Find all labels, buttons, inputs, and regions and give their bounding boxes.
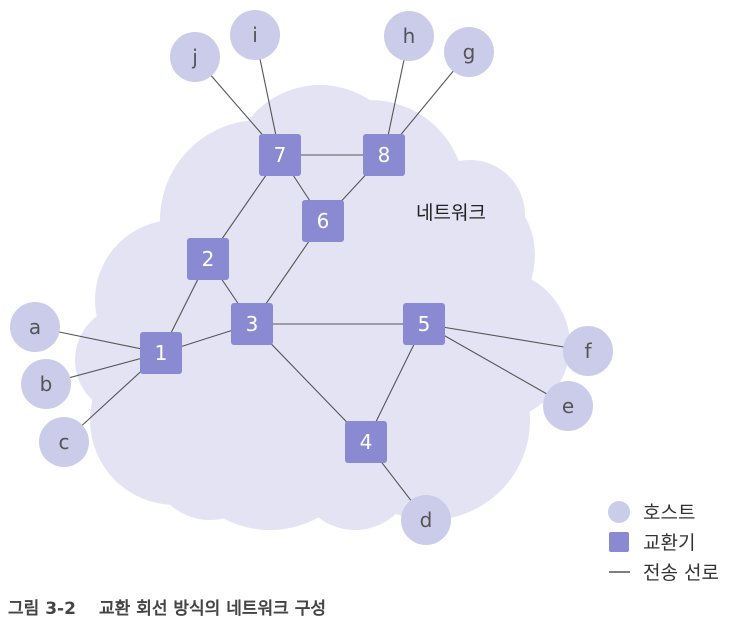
host-circle-d: [401, 495, 451, 545]
caption-number: 그림 3-2: [8, 599, 76, 619]
caption-title: 교환 회선 방식의 네트워크 구성: [99, 599, 326, 619]
host-circle-h: [384, 11, 434, 61]
switch-box-7: [259, 134, 301, 176]
switch-label-6: 6: [317, 209, 330, 233]
host-f: f: [563, 326, 613, 376]
legend-host-swatch: [608, 501, 630, 523]
link-5-e: [423, 323, 569, 407]
switch-label-2: 2: [202, 247, 215, 271]
host-label-c: c: [59, 430, 70, 454]
host-label-b: b: [40, 372, 53, 396]
switch-label-1: 1: [155, 341, 168, 365]
host-i: i: [230, 10, 280, 60]
host-h: h: [384, 11, 434, 61]
host-label-i: i: [252, 23, 258, 47]
host-circle-j: [170, 32, 220, 82]
legend-link-label: 전송 선로: [643, 562, 719, 584]
switch-4: 4: [345, 421, 387, 463]
switch-box-1: [140, 332, 182, 374]
host-circle-f: [563, 326, 613, 376]
host-label-f: f: [584, 339, 592, 363]
host-a: a: [10, 302, 60, 352]
host-b: b: [21, 359, 71, 409]
switch-8: 8: [363, 134, 405, 176]
switch-1: 1: [140, 332, 182, 374]
legend-switch-label: 교환기: [643, 532, 695, 554]
legend: 호스트 교환기 전송 선로: [608, 501, 719, 584]
network-cloud: [75, 85, 570, 530]
host-j: j: [170, 32, 220, 82]
legend-host-label: 호스트: [643, 502, 695, 524]
host-circle-g: [444, 27, 494, 77]
host-g: g: [444, 27, 494, 77]
switch-box-5: [403, 303, 445, 345]
host-circle-c: [39, 417, 89, 467]
host-label-e: e: [562, 394, 574, 418]
switch-7: 7: [259, 134, 301, 176]
switch-3: 3: [231, 303, 273, 345]
legend-switch-swatch: [609, 532, 629, 552]
switch-label-3: 3: [246, 312, 259, 336]
switch-label-5: 5: [418, 312, 431, 336]
host-circle-i: [230, 10, 280, 60]
cloud-blob-10: [275, 100, 465, 290]
switch-6: 6: [302, 200, 344, 242]
host-label-h: h: [403, 24, 416, 48]
switch-box-2: [187, 238, 229, 280]
host-label-j: j: [191, 45, 198, 69]
host-e: e: [543, 381, 593, 431]
nodes: a b c d e f g h i j 1 2 3 4 5 6 7 8: [10, 10, 613, 545]
switch-label-7: 7: [274, 143, 287, 167]
link-5-f: [423, 323, 589, 352]
figure-caption: 그림 3-2 교환 회선 방식의 네트워크 구성: [8, 599, 326, 619]
switch-label-4: 4: [360, 430, 373, 454]
switch-2: 2: [187, 238, 229, 280]
host-label-d: d: [420, 508, 433, 532]
switch-5: 5: [403, 303, 445, 345]
network-label: 네트워크: [416, 202, 486, 224]
switch-label-8: 8: [378, 143, 391, 167]
cloud-blob-14: [150, 400, 270, 520]
host-circle-b: [21, 359, 71, 409]
host-d: d: [401, 495, 451, 545]
host-label-g: g: [463, 40, 476, 64]
host-label-a: a: [29, 315, 41, 339]
switch-box-4: [345, 421, 387, 463]
host-c: c: [39, 417, 89, 467]
host-circle-a: [10, 302, 60, 352]
switch-box-6: [302, 200, 344, 242]
switch-box-3: [231, 303, 273, 345]
switch-box-8: [363, 134, 405, 176]
host-circle-e: [543, 381, 593, 431]
